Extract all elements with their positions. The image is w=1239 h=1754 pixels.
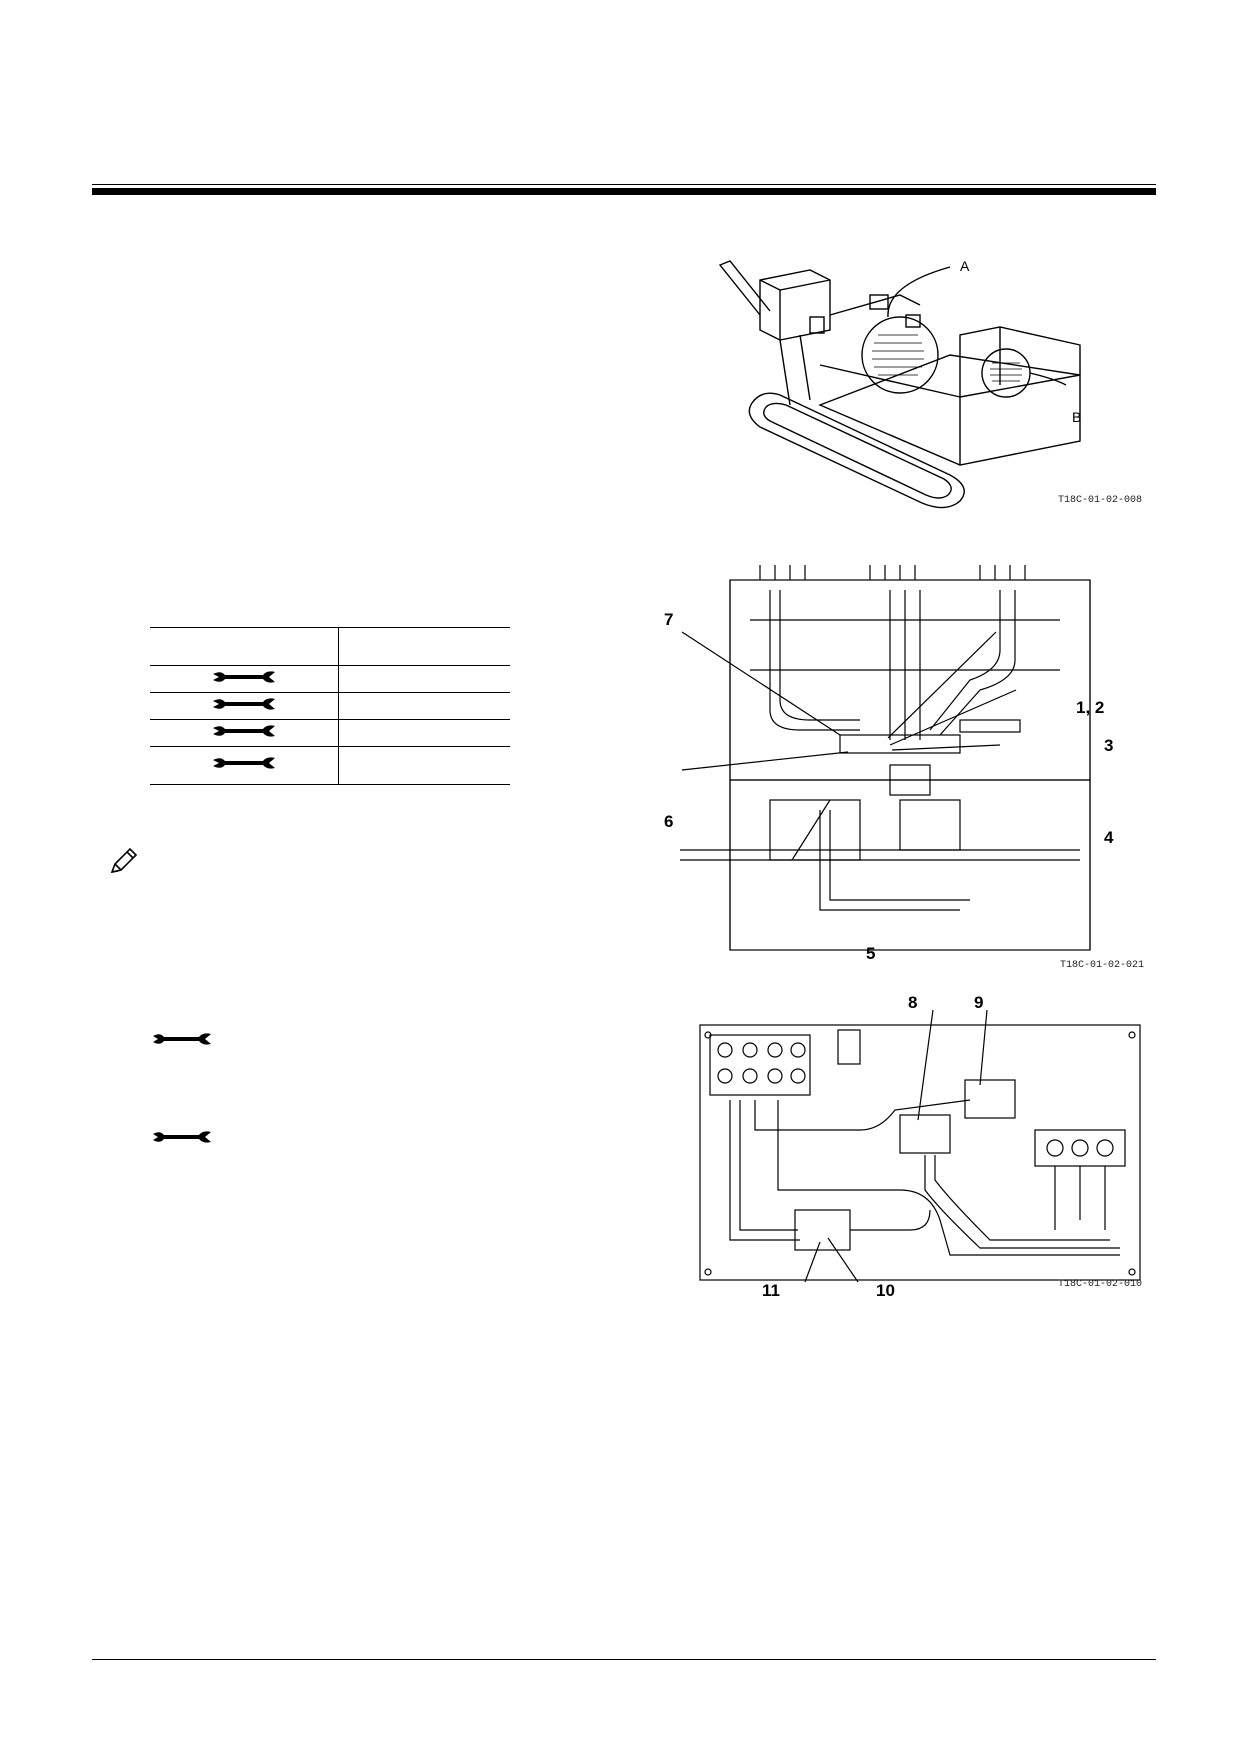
step-wrench-2	[150, 1128, 214, 1151]
wrench-icon	[153, 1131, 211, 1143]
header-rule	[92, 188, 1156, 195]
table-row	[150, 746, 510, 785]
callout-3: 3	[1104, 736, 1114, 755]
wrench-icon	[213, 724, 275, 737]
callout-9: 9	[974, 993, 984, 1012]
callout-a: A	[960, 258, 970, 274]
machine-drawing	[718, 260, 1081, 509]
table-row	[150, 719, 510, 747]
header-rule-thin	[92, 184, 1156, 185]
wrench-icon	[213, 697, 275, 710]
figure-caption: T18C-01-02-021	[1060, 960, 1145, 971]
figure-caption: T18C-01-02-008	[1058, 495, 1143, 506]
wrench-icon	[213, 670, 275, 683]
figure-valve-panel: 8 9 11 10 T18C-01-02-010	[680, 990, 1158, 1310]
step-wrench-1	[150, 1030, 214, 1053]
figure-machine-overview: A B T18C-01-02-008	[660, 255, 1158, 517]
callout-8: 8	[908, 993, 918, 1012]
callout-4: 4	[1104, 828, 1114, 847]
figure-hydraulic-piping: 7 1, 2 3 6 4 5 T18C-01-02-021	[660, 560, 1158, 980]
valve-drawing	[699, 1009, 1141, 1283]
footer-rule	[92, 1659, 1156, 1660]
torque-table	[150, 627, 510, 785]
table-row	[150, 665, 510, 693]
callout-11: 11	[762, 1281, 780, 1300]
callout-10: 10	[876, 1281, 895, 1300]
callout-b: B	[1072, 409, 1082, 425]
figure-caption: T18C-01-02-010	[1058, 1279, 1143, 1290]
callout-5: 5	[866, 944, 876, 963]
callout-1-2: 1, 2	[1076, 698, 1105, 717]
note	[106, 846, 140, 881]
wrench-icon	[213, 757, 275, 769]
callout-7: 7	[664, 610, 674, 629]
piping-drawing	[680, 565, 1091, 951]
table-row	[150, 692, 510, 720]
table-header-row	[150, 627, 510, 666]
wrench-icon	[153, 1033, 211, 1045]
callout-6: 6	[664, 812, 674, 831]
pencil-icon	[110, 847, 138, 874]
